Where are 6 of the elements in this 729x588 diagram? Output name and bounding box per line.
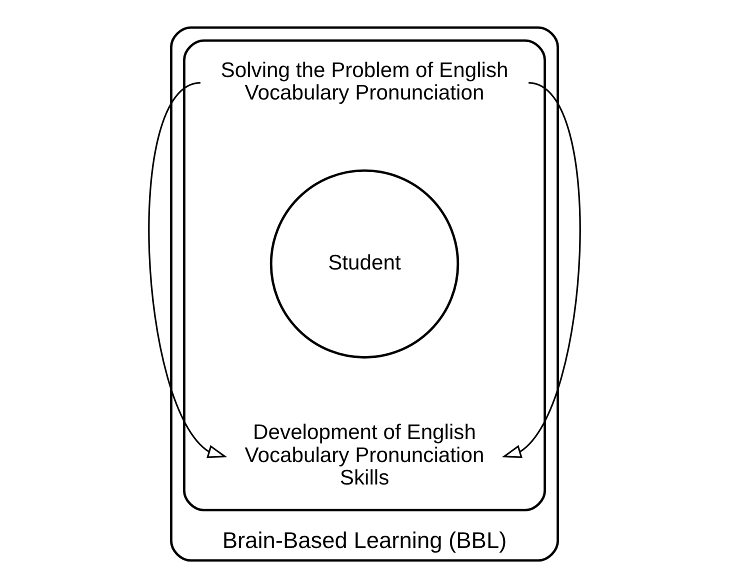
node-text: Development of English Vocabulary Pronunciation Skills	[244, 421, 484, 490]
arrow	[502, 82, 581, 458]
node-text: Solving the Problem of English Vocabulary Pronunciation	[220, 58, 508, 105]
node-circle: Student	[270, 169, 460, 359]
arrow	[148, 82, 228, 458]
cluster	[182, 39, 546, 512]
